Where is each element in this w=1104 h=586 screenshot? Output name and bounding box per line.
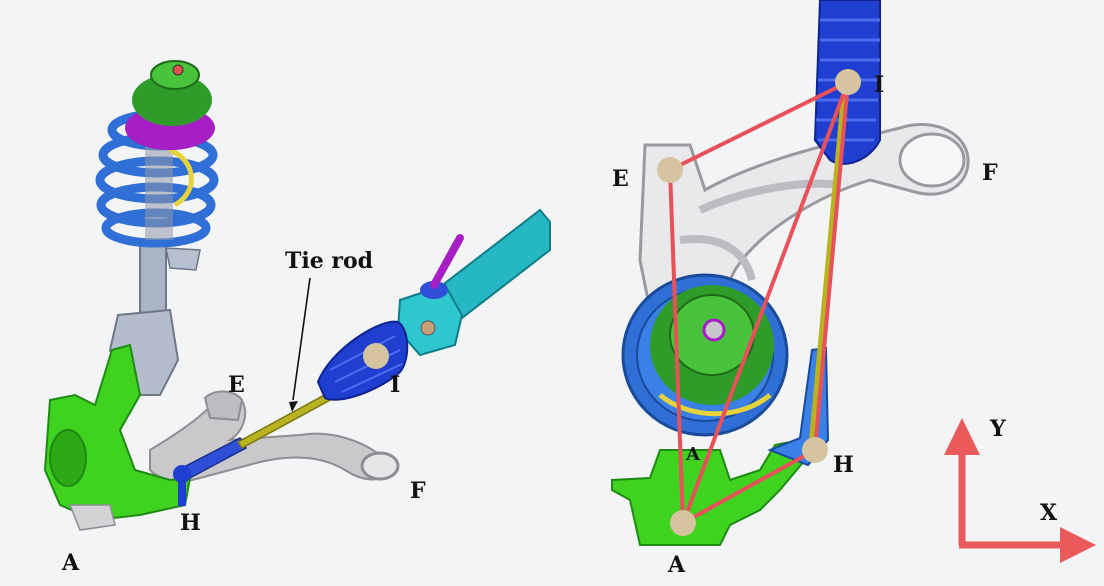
right-control-arm	[638, 123, 970, 312]
left-label-a: A	[61, 550, 80, 576]
right-point-h-marker	[802, 437, 828, 463]
left-assembly: Tie rod E F H I A	[43, 60, 551, 576]
left-point-i-marker	[363, 343, 389, 369]
left-steering-rack	[396, 208, 551, 357]
x-axis-label: X	[1040, 500, 1058, 526]
right-label-e: E	[612, 166, 629, 192]
right-assembly: E F I H A A	[611, 0, 998, 578]
right-tie-rod	[809, 84, 848, 441]
left-rack-boot	[316, 320, 409, 401]
right-point-i-marker	[835, 69, 861, 95]
left-label-f: F	[410, 478, 426, 504]
right-label-i: I	[874, 72, 884, 98]
right-spring-top-view	[621, 273, 789, 437]
tie-rod-pointer-line	[292, 277, 311, 401]
left-tie-rod-end	[173, 437, 248, 506]
right-point-e-marker	[657, 157, 683, 183]
right-label-f: F	[982, 160, 998, 186]
right-label-a: A	[667, 552, 686, 578]
left-label-e: E	[228, 372, 245, 398]
right-label-a-upper: A	[685, 444, 701, 465]
tie-rod-label: Tie rod	[285, 248, 373, 274]
left-top-mount	[125, 60, 215, 150]
left-label-i: I	[390, 372, 400, 398]
coordinate-axes: Y X	[944, 416, 1096, 563]
right-point-a-marker	[670, 510, 696, 536]
right-label-h: H	[833, 452, 854, 478]
right-linkage-lines	[668, 80, 850, 525]
x-axis-arrowhead	[1060, 527, 1096, 563]
left-label-h: H	[180, 510, 201, 536]
tie-rod-pointer-head	[289, 401, 298, 412]
left-knuckle	[43, 343, 192, 531]
left-bump-stop	[168, 147, 194, 208]
y-axis-arrowhead	[944, 418, 980, 455]
y-axis-label: Y	[989, 416, 1006, 442]
